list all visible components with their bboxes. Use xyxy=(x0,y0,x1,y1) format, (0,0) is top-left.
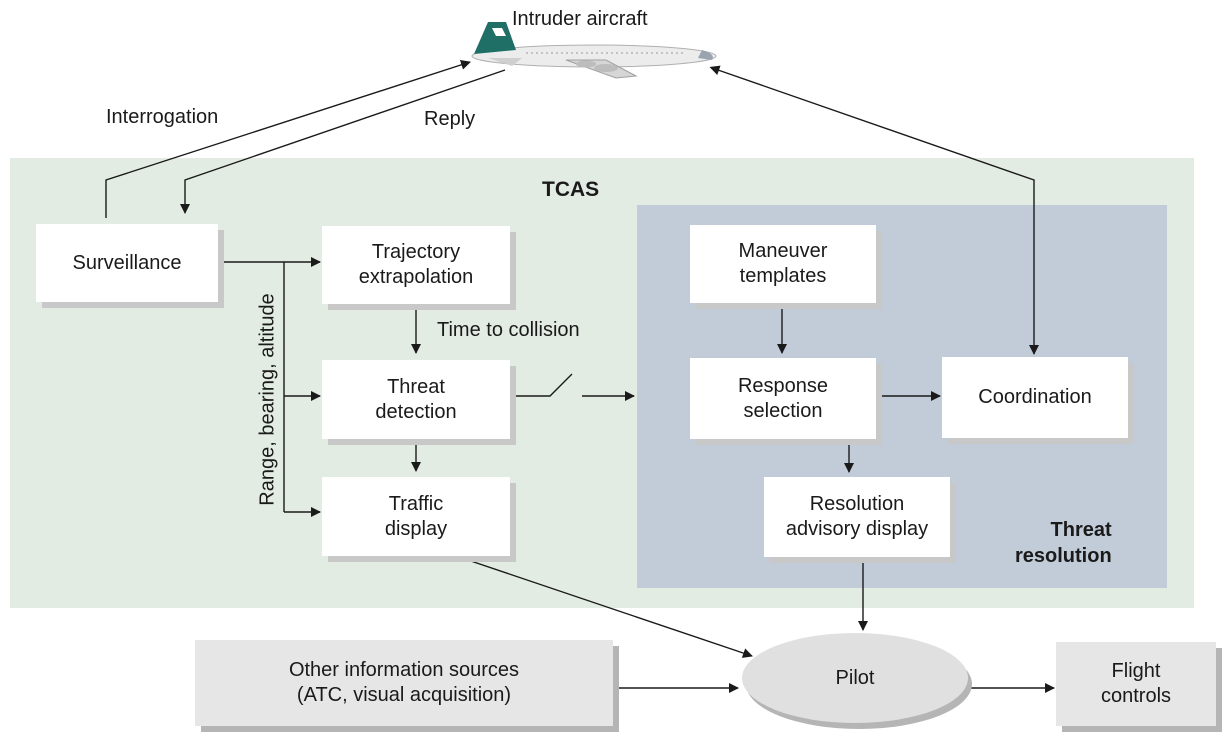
resolution-advisory-display-label: Resolution advisory display xyxy=(785,493,929,540)
flight-controls-label: Flight controls xyxy=(1100,660,1172,707)
maneuver-templates-label: Maneuver templates xyxy=(738,240,828,287)
surveillance-box: Surveillance xyxy=(36,224,218,302)
threat-detection-label: Threat detection xyxy=(375,375,457,423)
response-selection-box: Response selection xyxy=(690,358,876,439)
maneuver-templates-box: Maneuver templates xyxy=(690,225,876,303)
threat-resolution-title: Threat resolution xyxy=(1015,519,1112,567)
intruder-aircraft-icon xyxy=(471,22,717,79)
traffic-display-label: Traffic display xyxy=(384,492,448,540)
range-bearing-altitude-label: Range, bearing, altitude xyxy=(256,293,279,506)
threat-detection-box: Threat detection xyxy=(322,360,510,439)
reply-label: Reply xyxy=(424,108,476,130)
other-information-sources-label: Other information sources (ATC, visual a… xyxy=(288,659,520,706)
flight-controls-box: Flight controls xyxy=(1056,642,1216,726)
tcas-title: TCAS xyxy=(542,178,600,201)
time-to-collision-label: Time to collision xyxy=(437,319,580,341)
traffic-display-box: Traffic display xyxy=(322,477,510,556)
resolution-advisory-display-box: Resolution advisory display xyxy=(764,477,950,557)
trajectory-extrapolation-box: Trajectory extrapolation xyxy=(322,226,510,304)
other-information-sources-box: Other information sources (ATC, visual a… xyxy=(195,640,613,726)
intruder-aircraft-label: Intruder aircraft xyxy=(512,8,648,30)
pilot-label: Pilot xyxy=(835,666,875,689)
interrogation-label: Interrogation xyxy=(106,106,219,128)
coordination-box: Coordination xyxy=(942,357,1128,438)
response-selection-label: Response selection xyxy=(737,374,829,422)
trajectory-extrapolation-label: Trajectory extrapolation xyxy=(358,241,474,288)
surveillance-label: Surveillance xyxy=(72,251,182,274)
coordination-label: Coordination xyxy=(978,386,1092,408)
pilot-node: Pilot xyxy=(742,633,968,723)
